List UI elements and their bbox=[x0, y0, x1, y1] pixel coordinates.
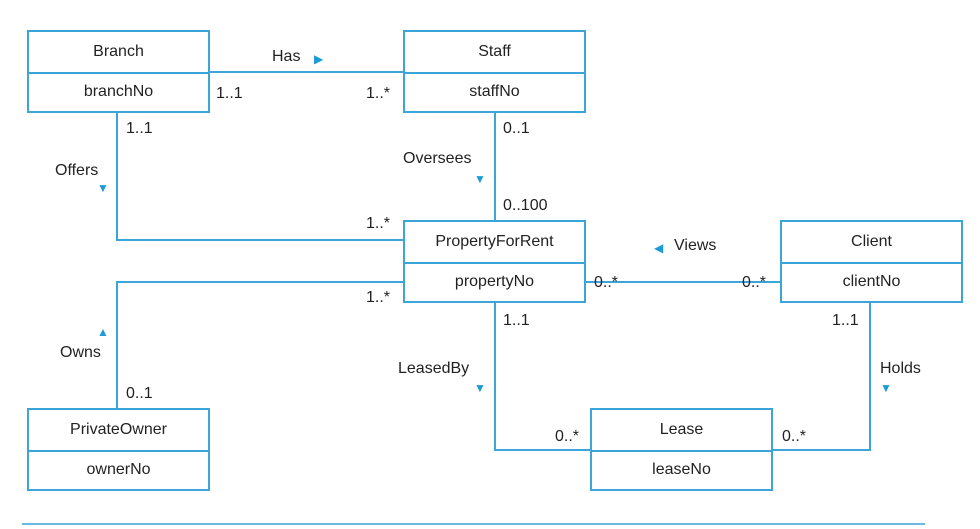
class-name: PropertyForRent bbox=[405, 222, 584, 264]
offers-label: Offers bbox=[55, 162, 99, 179]
class-attribute: staffNo bbox=[469, 83, 520, 100]
has-label: Has bbox=[272, 48, 301, 65]
class-client: Client clientNo bbox=[780, 220, 963, 303]
holds-line bbox=[773, 302, 871, 451]
class-name: Lease bbox=[592, 410, 771, 452]
class-name: Staff bbox=[405, 32, 584, 74]
class-name: Branch bbox=[29, 32, 208, 74]
leasedby-multiplicity-lease: 0..* bbox=[555, 428, 580, 445]
oversees-multiplicity-property: 0..100 bbox=[503, 197, 548, 214]
owns-label: Owns bbox=[60, 344, 101, 361]
arrow-down-icon: ▼ bbox=[880, 381, 892, 395]
arrow-right-icon: ▶ bbox=[314, 52, 324, 66]
oversees-multiplicity-staff: 0..1 bbox=[503, 120, 530, 137]
class-lease: Lease leaseNo bbox=[590, 408, 773, 491]
offers-line bbox=[116, 112, 403, 241]
arrow-up-icon: ▲ bbox=[97, 325, 109, 339]
class-attribute: leaseNo bbox=[652, 461, 711, 478]
has-multiplicity-staff: 1..* bbox=[366, 85, 391, 102]
class-privateowner: PrivateOwner ownerNo bbox=[27, 408, 210, 491]
class-attribute: propertyNo bbox=[454, 273, 535, 290]
holds-multiplicity-client: 1..1 bbox=[832, 312, 859, 329]
oversees-label: Oversees bbox=[403, 150, 472, 167]
class-name: Client bbox=[782, 222, 961, 264]
has-multiplicity-branch: 1..1 bbox=[216, 85, 243, 102]
offers-multiplicity-branch: 1..1 bbox=[126, 120, 153, 137]
owns-line bbox=[116, 281, 403, 408]
leasedby-line bbox=[494, 302, 590, 451]
views-label: Views bbox=[674, 237, 717, 254]
class-attribute: clientNo bbox=[842, 273, 901, 290]
arrow-down-icon: ▼ bbox=[97, 181, 109, 195]
holds-multiplicity-lease: 0..* bbox=[782, 428, 807, 445]
class-name: PrivateOwner bbox=[29, 410, 208, 452]
class-staff: Staff staffNo bbox=[403, 30, 586, 113]
class-attribute: ownerNo bbox=[86, 461, 151, 478]
leasedby-multiplicity-property: 1..1 bbox=[503, 312, 530, 329]
class-branch: Branch branchNo bbox=[27, 30, 210, 113]
holds-label: Holds bbox=[880, 360, 921, 377]
owns-multiplicity-owner: 0..1 bbox=[126, 385, 153, 402]
arrow-down-icon: ▼ bbox=[474, 172, 486, 186]
offers-multiplicity-property: 1..* bbox=[366, 215, 391, 232]
arrow-left-icon: ◀ bbox=[654, 241, 664, 255]
arrow-down-icon: ▼ bbox=[474, 381, 486, 395]
views-multiplicity-property: 0..* bbox=[594, 274, 619, 291]
leasedby-label: LeasedBy bbox=[398, 360, 470, 377]
owns-multiplicity-property: 1..* bbox=[366, 289, 391, 306]
views-multiplicity-client: 0..* bbox=[742, 274, 767, 291]
class-attribute: branchNo bbox=[83, 83, 154, 100]
class-propertyforrent: PropertyForRent propertyNo bbox=[403, 220, 586, 303]
